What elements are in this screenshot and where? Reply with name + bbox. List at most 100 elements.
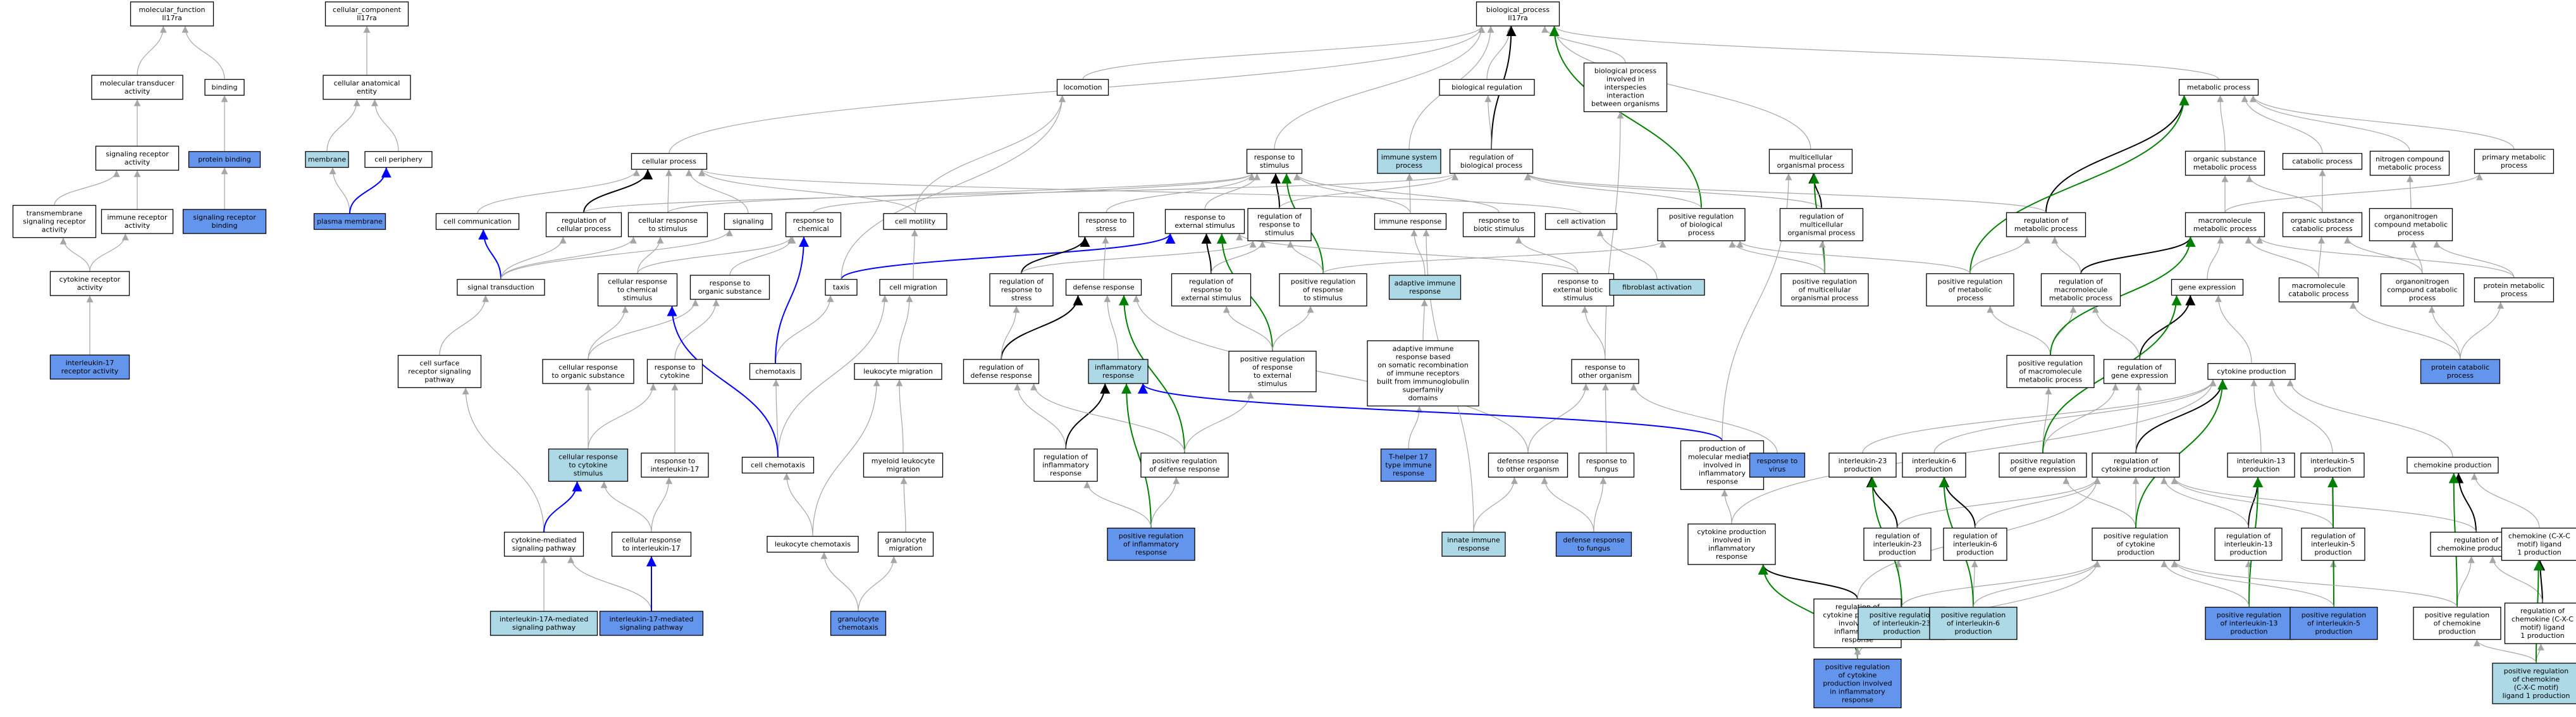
term-node-cmig[interactable]: cell migration [879, 278, 947, 296]
term-node-metp[interactable]: metabolic process [2178, 78, 2259, 96]
term-node-mem[interactable]: membrane [305, 151, 349, 168]
term-node-defr[interactable]: defense response [1065, 278, 1142, 296]
term-node-pm[interactable]: plasma membrane [313, 213, 386, 230]
term-node-leukchemo[interactable]: leukocyte chemotaxis [767, 535, 859, 553]
term-node-bind[interactable]: binding [204, 78, 245, 96]
term-node-chemp[interactable]: chemokine production [2407, 456, 2499, 474]
term-node-ccomm[interactable]: cell communication [435, 213, 520, 230]
term-node-imr[interactable]: immune response [1374, 213, 1447, 230]
term-node-taxis[interactable]: taxis [825, 278, 858, 296]
term-node-chemotaxis[interactable]: chemotaxis [749, 363, 802, 380]
term-node-catp[interactable]: catabolic process [2282, 153, 2363, 170]
term-node-breg[interactable]: biological regulation [1439, 78, 1535, 96]
term-node-loco[interactable]: locomotion [1056, 78, 1109, 96]
term-node-pb[interactable]: protein binding [188, 151, 261, 168]
term-node-leukmig[interactable]: leukocyte migration [854, 363, 942, 380]
term-node-cp[interactable]: cellular process [631, 153, 708, 170]
term-node-gexp[interactable]: gene expression [2171, 278, 2244, 296]
term-node-cact[interactable]: cell activation [1544, 213, 1618, 230]
term-node-cchemo[interactable]: cell chemotaxis [741, 456, 815, 474]
term-node-cper[interactable]: cell periphery [364, 151, 433, 168]
